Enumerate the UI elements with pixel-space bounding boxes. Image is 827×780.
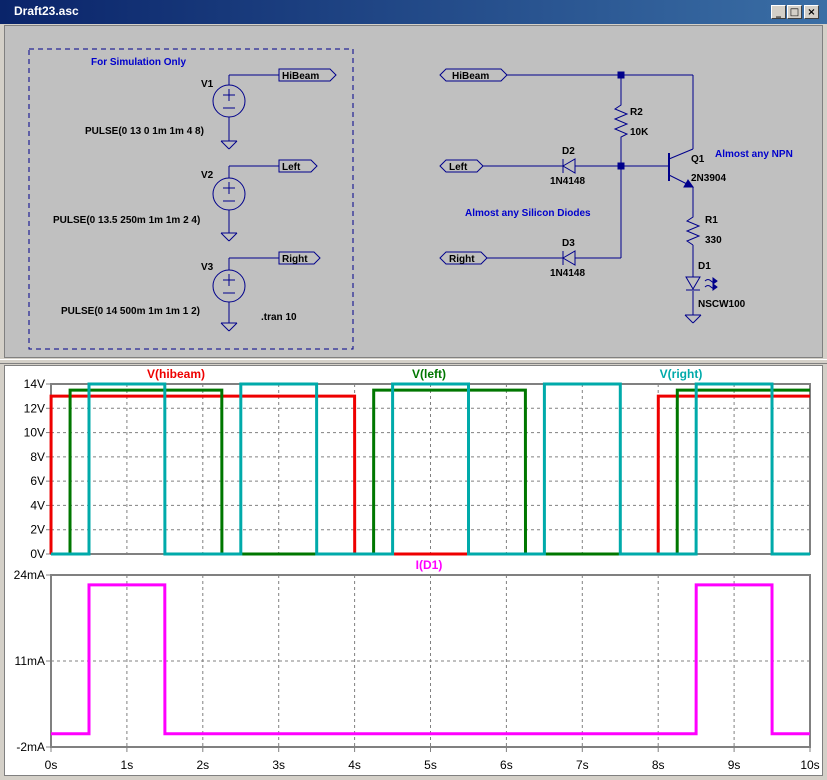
diode-d3-symbol[interactable]: [559, 250, 577, 266]
r1-name: R1: [705, 215, 718, 226]
resistor-r1-symbol[interactable]: [685, 213, 701, 246]
x-tick-label: 6s: [500, 758, 513, 772]
net-label-hibeam-left-box: [278, 68, 337, 82]
d3-model: 1N4148: [550, 268, 585, 279]
v3-name: V3: [201, 262, 214, 273]
voltage-source-v1-symbol[interactable]: [212, 74, 279, 150]
tran-directive[interactable]: .tran 10: [261, 312, 297, 323]
schematic-pane[interactable]: For Simulation Only V1 PULSE(0 13 0 1m 1…: [4, 25, 823, 358]
y-tick-label: 10V: [24, 426, 45, 440]
note-diodes: Almost any Silicon Diodes: [465, 208, 591, 219]
x-tick-label: 4s: [348, 758, 361, 772]
d3-name: D3: [562, 238, 575, 249]
waveform-canvas[interactable]: 0V 2V 4V 6V 8V 10V 12V 14V V(hibeam) V(left) V(rig…: [5, 366, 822, 775]
y-tick-label: 4V: [30, 498, 45, 512]
port-right-label: Right: [449, 254, 475, 265]
simulation-only-box: [28, 48, 354, 350]
voltage-source-v2-symbol[interactable]: [212, 165, 279, 242]
resistor-r2-symbol[interactable]: [613, 101, 629, 141]
x-tick-label: 10s: [800, 758, 819, 772]
junction-dot: [617, 71, 625, 79]
r1-value: 330: [705, 235, 722, 246]
v3-net-label: Right: [282, 254, 308, 265]
r2-value: 10K: [630, 127, 649, 138]
v1-name: V1: [201, 79, 214, 90]
sim-box-label: For Simulation Only: [91, 57, 186, 68]
note-npn: Almost any NPN: [715, 149, 793, 160]
trace-d1[interactable]: [51, 583, 810, 736]
d2-name: D2: [562, 146, 575, 157]
trace-label-right: V(right): [660, 367, 703, 381]
trace-label-left: V(left): [412, 367, 446, 381]
y-tick-label: 0V: [30, 547, 45, 561]
port-left-label: Left: [449, 162, 468, 173]
y-tick-label: 24mA: [14, 568, 45, 582]
x-tick-label: 9s: [728, 758, 741, 772]
v2-net-label: Left: [282, 162, 301, 173]
x-tick-label: 3s: [272, 758, 285, 772]
y-tick-label: 8V: [30, 450, 45, 464]
voltage-source-v3-symbol[interactable]: [212, 257, 279, 332]
transistor-q1-symbol[interactable]: [668, 148, 694, 188]
net-label-left-box: [278, 159, 318, 173]
y-tick-label: 2V: [30, 523, 45, 537]
x-tick-label: 5s: [424, 758, 437, 772]
trace-label-d1: I(D1): [416, 558, 443, 572]
v3-params: PULSE(0 14 500m 1m 1m 1 2): [61, 306, 200, 317]
y-tick-label: 12V: [24, 401, 45, 415]
x-tick-label: 1s: [121, 758, 134, 772]
q1-model: 2N3904: [691, 173, 726, 184]
schematic-canvas[interactable]: For Simulation Only V1 PULSE(0 13 0 1m 1…: [5, 26, 822, 357]
y-tick-label: 14V: [24, 377, 45, 391]
r2-name: R2: [630, 107, 643, 118]
y-tick-label: -2mA: [16, 740, 45, 754]
v2-params: PULSE(0 13.5 250m 1m 1m 2 4): [53, 215, 200, 226]
d1-model: NSCW100: [698, 299, 746, 310]
window-title-bar[interactable]: Draft23.asc _ □ ×: [0, 0, 827, 24]
window-title: Draft23.asc: [14, 4, 79, 18]
v2-name: V2: [201, 170, 214, 181]
d1-name: D1: [698, 261, 711, 272]
port-hibeam-label: HiBeam: [452, 71, 489, 82]
net-label-right-box: [278, 251, 321, 265]
d2-model: 1N4148: [550, 176, 585, 187]
x-tick-label: 8s: [652, 758, 665, 772]
led-d1-symbol[interactable]: [685, 276, 718, 291]
ground-icon: [684, 314, 702, 324]
trace-right[interactable]: [51, 382, 810, 556]
x-tick-label: 7s: [576, 758, 589, 772]
junction-dot: [617, 162, 625, 170]
minimize-button[interactable]: _: [771, 5, 786, 19]
y-tick-label: 11mA: [15, 654, 45, 668]
maximize-button[interactable]: □: [787, 5, 802, 19]
close-button[interactable]: ×: [804, 5, 819, 19]
q1-name: Q1: [691, 154, 705, 165]
x-tick-label: 0s: [45, 758, 58, 772]
y-tick-label: 6V: [30, 474, 45, 488]
diode-d2-symbol[interactable]: [559, 158, 577, 174]
waveform-pane[interactable]: 0V 2V 4V 6V 8V 10V 12V 14V V(hibeam) V(left) V(rig…: [4, 365, 823, 776]
x-tick-label: 2s: [196, 758, 209, 772]
v1-params: PULSE(0 13 0 1m 1m 4 8): [85, 126, 204, 137]
circuit-wires: [483, 74, 694, 315]
pane-splitter[interactable]: [0, 359, 827, 364]
trace-label-hibeam: V(hibeam): [147, 367, 205, 381]
v1-net-label: HiBeam: [282, 71, 319, 82]
trace-left[interactable]: [51, 388, 810, 556]
